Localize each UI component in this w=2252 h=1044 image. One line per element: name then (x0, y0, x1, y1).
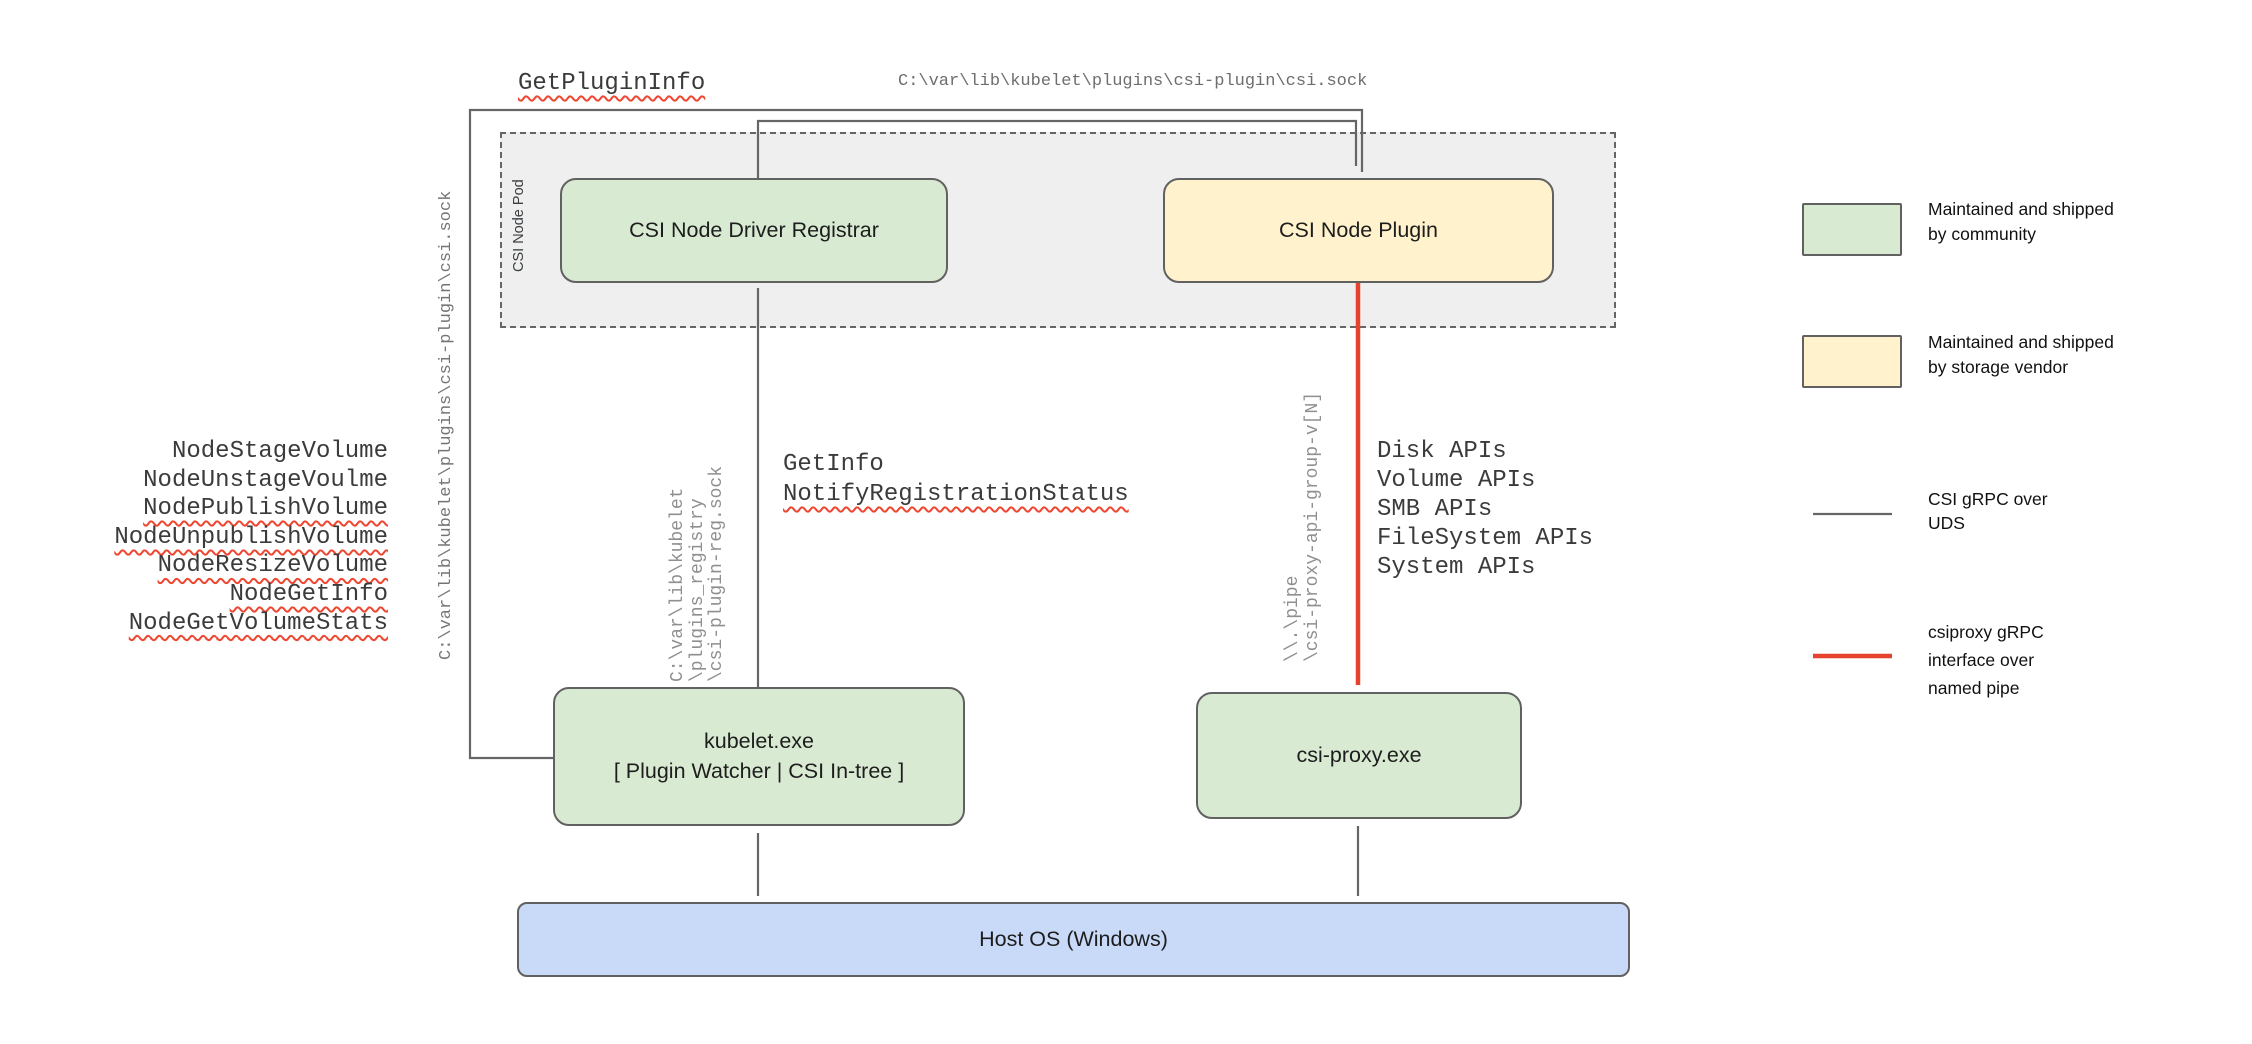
node-method-item: NodeGetVolumeStats (128, 609, 388, 637)
legend-community-swatch (1802, 203, 1902, 256)
getplugininfo-label: GetPluginInfo (518, 70, 706, 97)
csi-sock-path-left-label: C:\var\lib\kubelet\plugins\csi-plugin\cs… (437, 190, 456, 660)
getinfo-label: GetInfo (783, 451, 884, 478)
node-method-item: NodeGetInfo (229, 580, 388, 608)
node-method-item: NodeStageVolume (171, 438, 388, 465)
named-pipe-path-label: \\.\pipe \csi-proxy-api-group-v[N] (1283, 391, 1323, 662)
node-method-item: NodePublishVolume (143, 495, 388, 523)
registrar-calls-list: GetInfo NotifyRegistrationStatus (783, 450, 1129, 510)
csi-proxy-box: csi-proxy.exe (1196, 692, 1522, 819)
csi-node-plugin-box: CSI Node Plugin (1163, 178, 1554, 283)
csi-sock-path-top-label: C:\var\lib\kubelet\plugins\csi-plugin\cs… (898, 72, 1368, 91)
legend-vendor-swatch (1802, 335, 1902, 388)
legend-community-label: Maintained and shipped by community (1928, 199, 2114, 244)
kubelet-to-plugin-arrow (468, 108, 1364, 760)
legend-pipe-label: csiproxy gRPC interface over named pipe (1928, 622, 2044, 698)
host-os-box: Host OS (Windows) (517, 902, 1630, 977)
legend-uds-label: CSI gRPC over UDS (1928, 489, 2048, 533)
csi-node-driver-registrar-box: CSI Node Driver Registrar (560, 178, 948, 283)
windows-api-list: Disk APIs Volume APIs SMB APIs FileSyste… (1377, 438, 1594, 581)
node-method-item: NodeUnstageVoulme (143, 466, 388, 494)
registrar-to-plugin-line (756, 119, 1358, 178)
node-method-item: NodeResizeVolume (157, 552, 388, 580)
node-method-item: NodeUnpublishVolume (114, 523, 388, 551)
legend-vendor-label: Maintained and shipped by storage vendor (1928, 332, 2114, 377)
kubelet-box: kubelet.exe [ Plugin Watcher | CSI In-tr… (553, 687, 965, 826)
csi-node-pod-label: CSI Node Pod (511, 179, 527, 272)
node-methods-list: NodeStageVolume NodeUnstageVoulme NodePu… (100, 438, 388, 638)
registry-sock-path-label: C:\var\lib\kubelet \plugins_registry \cs… (668, 465, 727, 682)
notifyregistrationstatus-label: NotifyRegistrationStatus (783, 481, 1129, 508)
